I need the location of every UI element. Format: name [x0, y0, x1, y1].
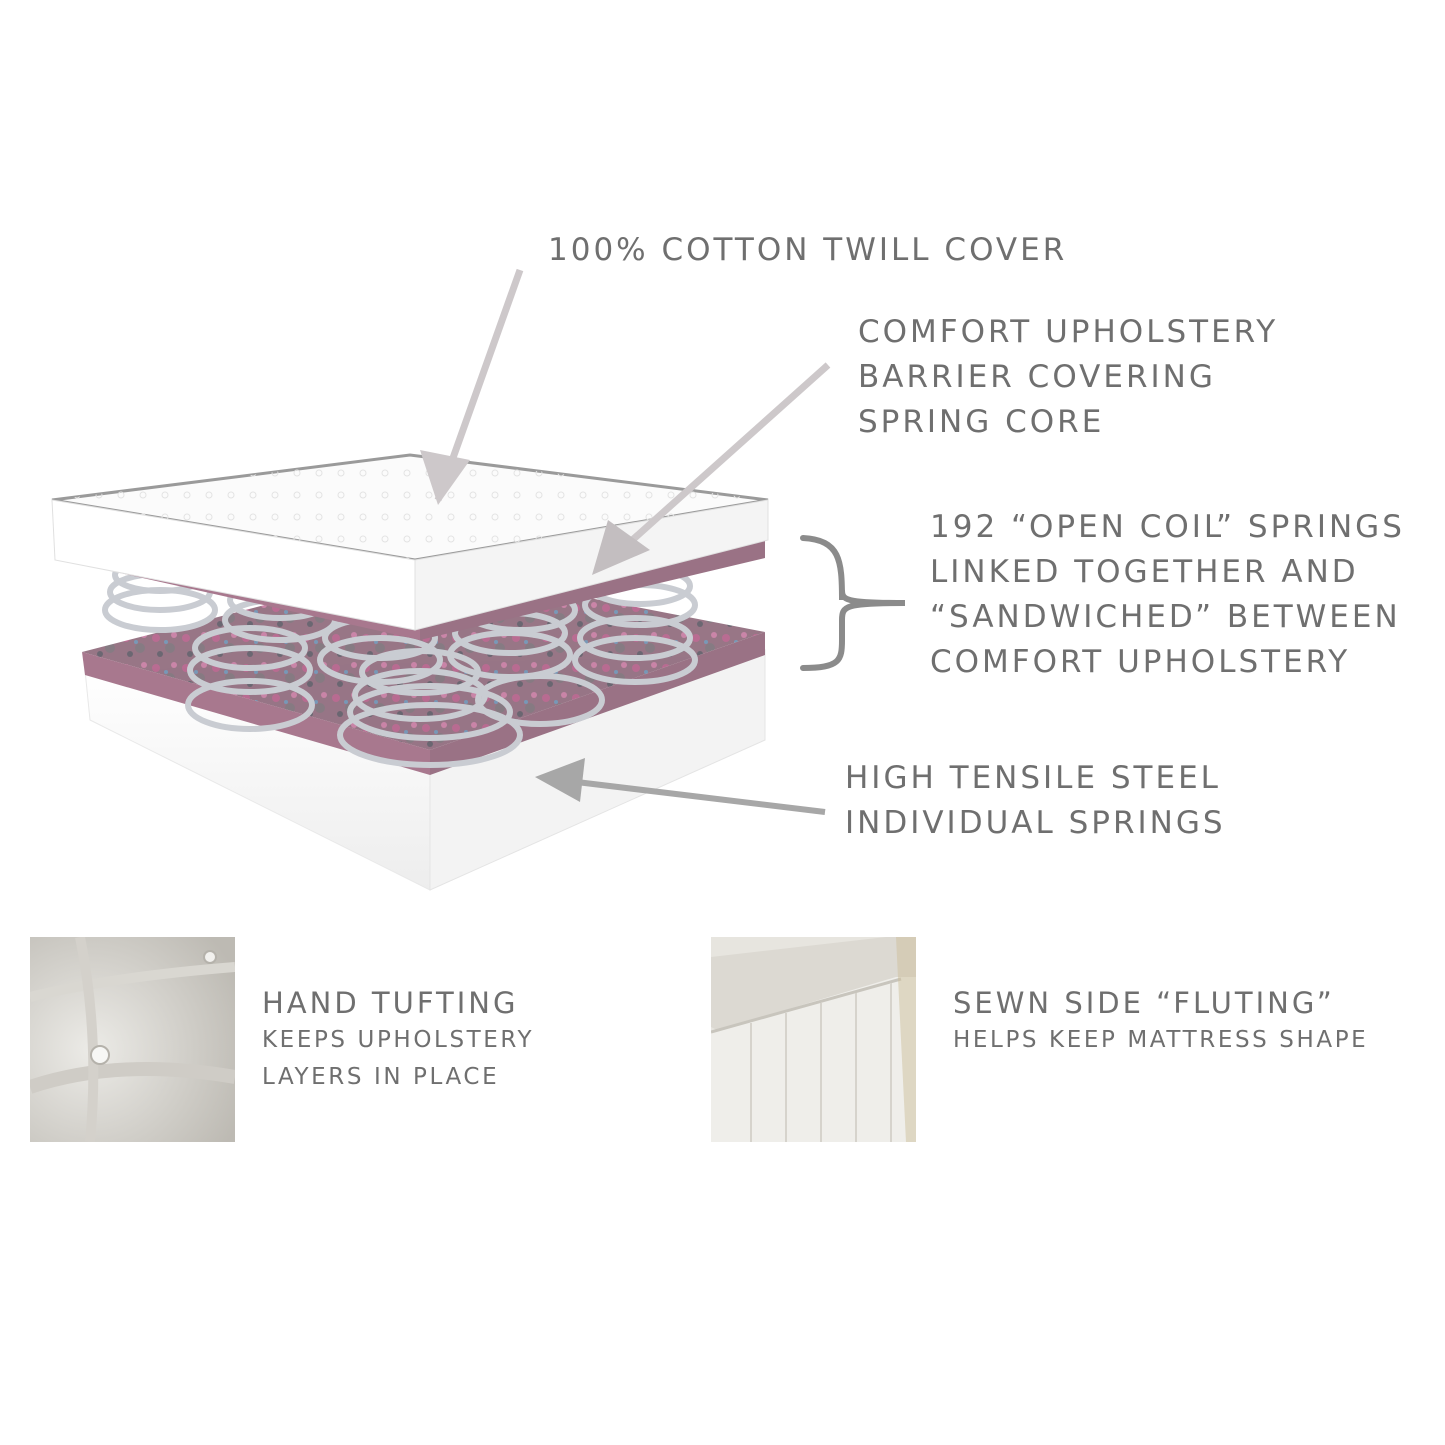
feature-desc: LAYERS IN PLACE	[262, 1064, 500, 1090]
fluting-photo	[711, 937, 916, 1142]
steel-arrowhead	[535, 758, 585, 802]
barrier-callout: COMFORT UPHOLSTERY BARRIER COVERING SPRI…	[858, 310, 1278, 445]
cover-callout: 100% COTTON TWILL COVER	[548, 228, 1067, 273]
feature-desc: KEEPS UPHOLSTERY	[262, 1027, 535, 1053]
fluted-side-illustration	[711, 937, 916, 1142]
springs-callout-line: 192 “OPEN COIL” SPRINGS	[930, 509, 1405, 545]
barrier-callout-line: BARRIER COVERING	[858, 359, 1216, 395]
springs-callout-line: “SANDWICHED” BETWEEN	[930, 599, 1401, 635]
barrier-arrowhead	[592, 520, 650, 575]
springs-callout: 192 “OPEN COIL” SPRINGS LINKED TOGETHER …	[930, 505, 1405, 685]
steel-callout: HIGH TENSILE STEEL INDIVIDUAL SPRINGS	[845, 756, 1226, 846]
steel-arrow	[559, 777, 826, 815]
top-cover-layer	[51, 453, 769, 631]
barrier-callout-line: COMFORT UPHOLSTERY	[858, 314, 1279, 350]
hand-tufting-text: HAND TUFTING KEEPS UPHOLSTERY LAYERS IN …	[262, 984, 534, 1096]
springs-brace	[800, 535, 906, 671]
springs-callout-line: COMFORT UPHOLSTERY	[930, 644, 1351, 680]
callout-arrows	[420, 268, 906, 815]
steel-callout-line: HIGH TENSILE STEEL	[845, 760, 1221, 796]
steel-callout-line: INDIVIDUAL SPRINGS	[845, 805, 1226, 841]
feature-desc: HELPS KEEP MATTRESS SHAPE	[953, 1027, 1369, 1053]
cover-arrowhead	[420, 450, 470, 505]
springs-callout-line: LINKED TOGETHER AND	[930, 554, 1359, 590]
spring-row-front	[185, 648, 605, 768]
feature-title: HAND TUFTING	[262, 986, 519, 1020]
cover-callout-line: 100% COTTON TWILL COVER	[548, 232, 1068, 268]
tufted-fabric-illustration	[30, 937, 235, 1142]
barrier-callout-line: SPRING CORE	[858, 404, 1105, 440]
feature-title: SEWN SIDE “FLUTING”	[953, 986, 1335, 1020]
barrier-arrow	[607, 362, 831, 563]
hand-tufting-photo	[30, 937, 235, 1142]
fluting-text: SEWN SIDE “FLUTING” HELPS KEEP MATTRESS …	[953, 984, 1368, 1059]
fluting-channels	[750, 983, 892, 1142]
